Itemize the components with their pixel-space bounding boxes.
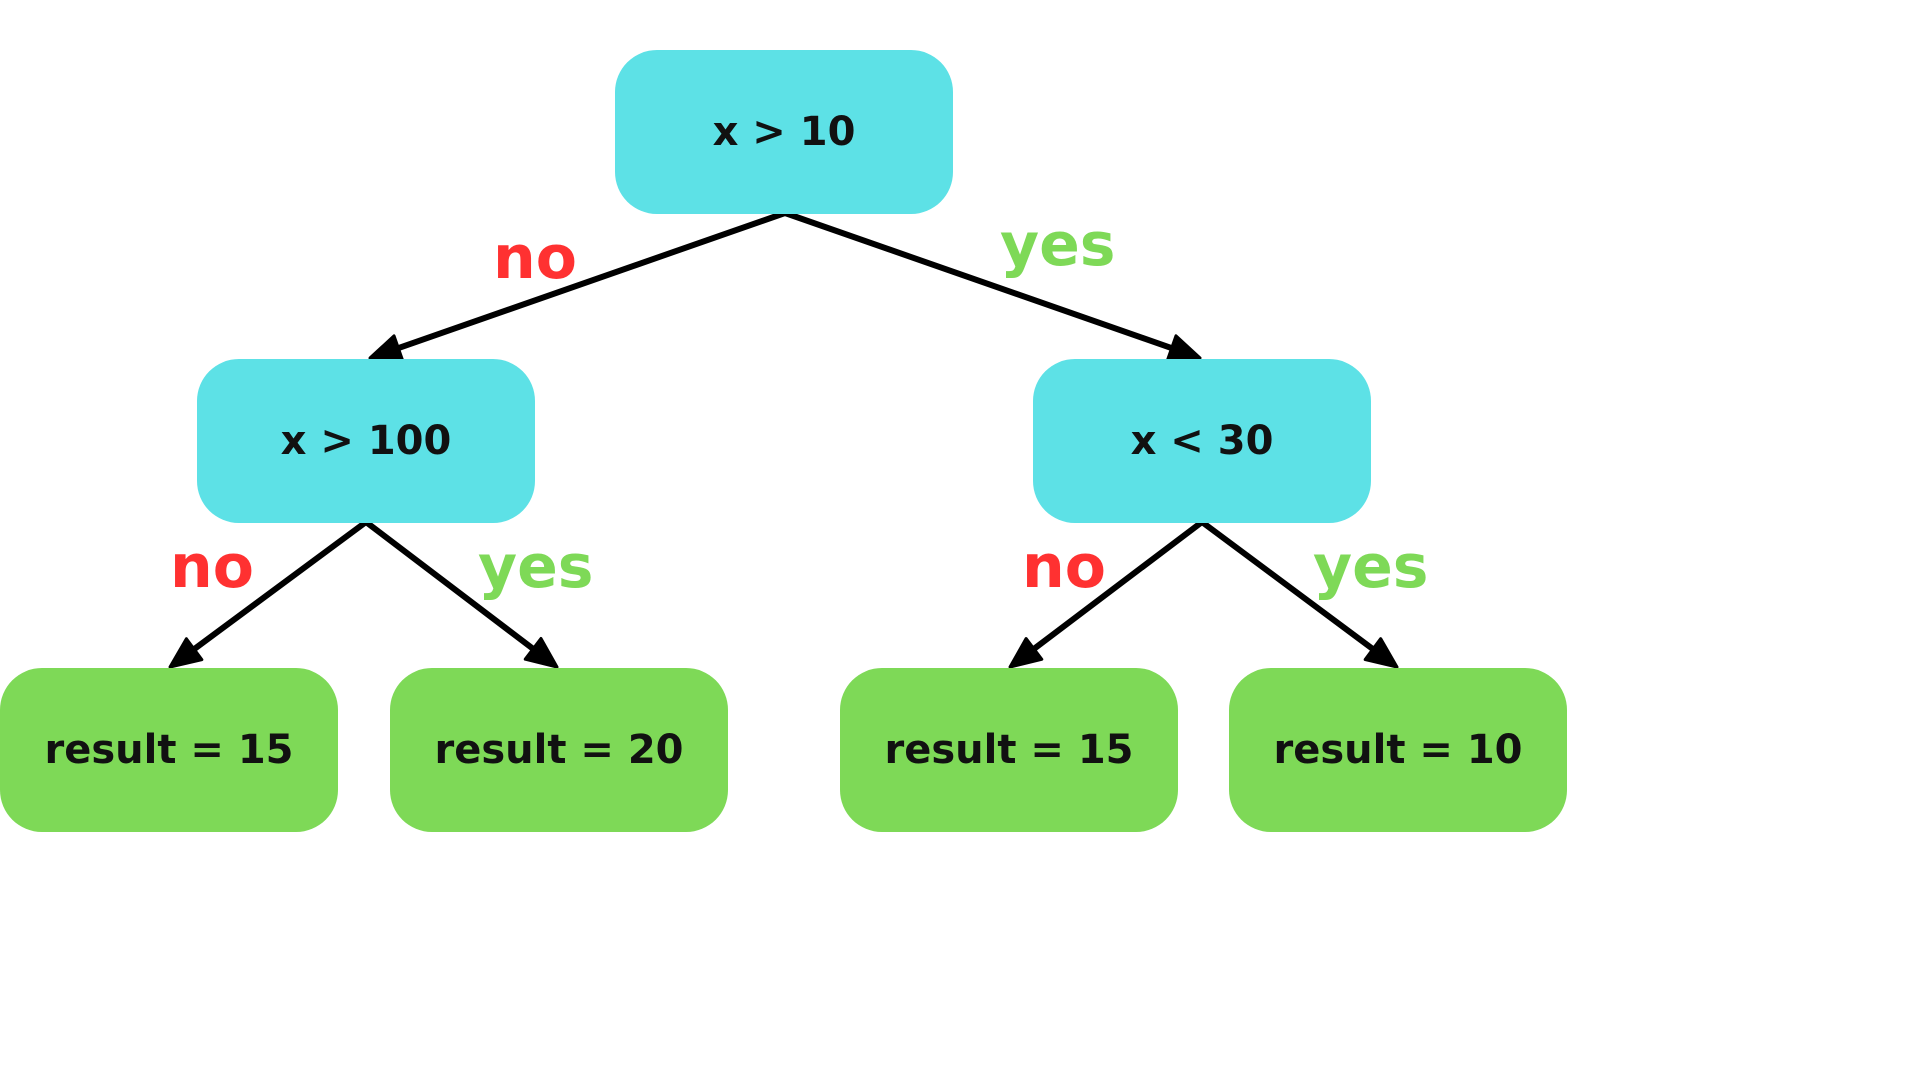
- decision-node-right-label: x < 30: [1130, 418, 1274, 464]
- edge-label-root-no: no: [493, 223, 577, 293]
- tree-edges: [168, 210, 1399, 669]
- edge-left-leaf1-arrowhead: [168, 637, 204, 669]
- edge-left-leaf2-line: [363, 519, 540, 655]
- leaf-node-3: result = 15: [840, 668, 1178, 832]
- edge-root-right-arrowhead: [1165, 334, 1202, 362]
- edge-label-right-no: no: [1022, 532, 1106, 602]
- edge-root-right-line: [782, 210, 1179, 353]
- edge-group: [168, 210, 1399, 669]
- leaf-node-4: result = 10: [1229, 668, 1567, 832]
- decision-node-right: x < 30: [1033, 359, 1371, 523]
- edge-root-left-arrowhead: [368, 334, 405, 362]
- leaf-node-3-label: result = 15: [884, 727, 1134, 773]
- edge-left-leaf2-arrowhead: [523, 637, 559, 669]
- leaf-node-4-label: result = 10: [1273, 727, 1523, 773]
- leaf-node-2: result = 20: [390, 668, 728, 832]
- edge-right-leaf4-line: [1199, 519, 1380, 655]
- decision-node-left-label: x > 100: [280, 418, 452, 464]
- edge-right-leaf3-line: [1027, 519, 1205, 655]
- edge-root-left-line: [391, 210, 788, 353]
- decision-node-root-label: x > 10: [712, 109, 856, 155]
- edge-left-leaf1-line: [187, 519, 369, 655]
- edge-label-root-yes: yes: [1000, 210, 1116, 280]
- decision-node-left: x > 100: [197, 359, 535, 523]
- edge-label-left-yes: yes: [478, 532, 594, 602]
- leaf-node-1-label: result = 15: [44, 727, 294, 773]
- edge-right-leaf4-arrowhead: [1363, 637, 1399, 669]
- leaf-node-2-label: result = 20: [434, 727, 684, 773]
- edge-label-right-yes: yes: [1313, 532, 1429, 602]
- edge-right-leaf3-arrowhead: [1008, 637, 1044, 669]
- edge-label-left-no: no: [170, 532, 254, 602]
- leaf-node-1: result = 15: [0, 668, 338, 832]
- decision-node-root: x > 10: [615, 50, 953, 214]
